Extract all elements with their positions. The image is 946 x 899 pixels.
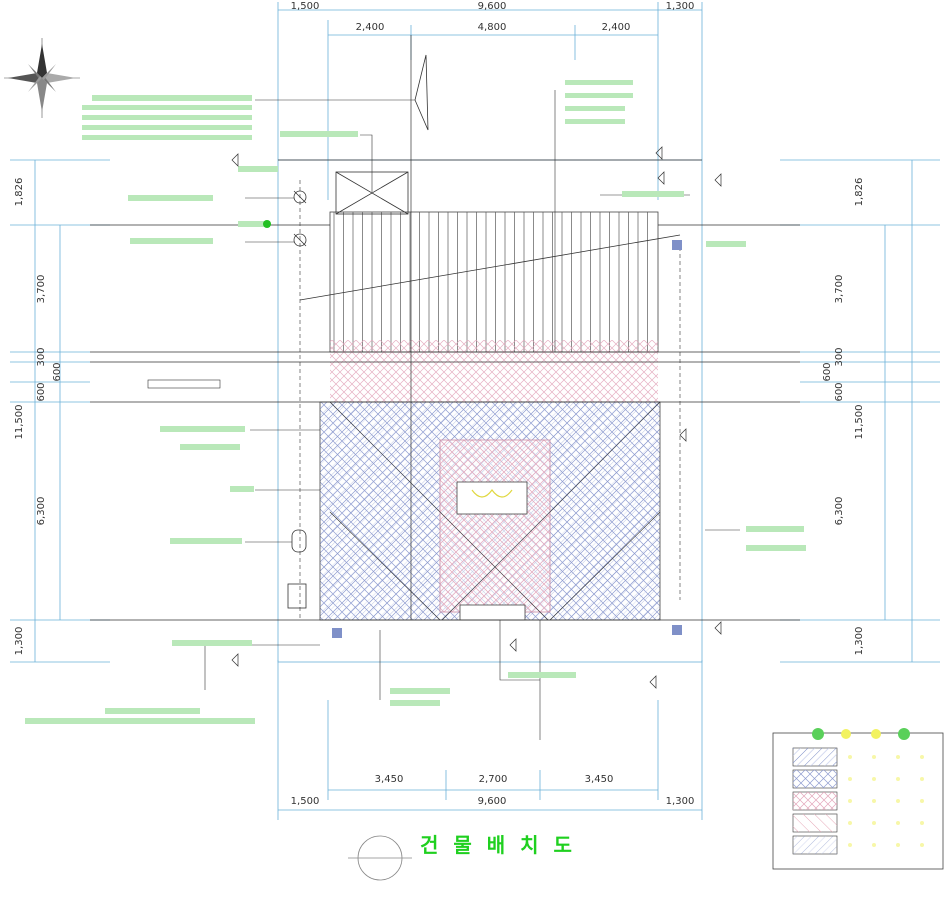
dim-bottom-total-1: 1,500 — [291, 796, 320, 807]
annotation-marks — [25, 80, 806, 724]
bottom-total-dimensions: 1,500 9,600 1,300 — [291, 796, 695, 807]
legend-dot — [920, 843, 924, 847]
dim-left-8: 1,300 — [14, 627, 25, 656]
legend-dot — [848, 777, 852, 781]
legend-dot — [872, 843, 876, 847]
right-dimensions: 1,826 3,700 300 600 600 11,500 6,300 1,3… — [822, 178, 865, 656]
legend-dot — [896, 799, 900, 803]
dim-right-1: 1,826 — [854, 178, 865, 207]
legend-dot — [920, 777, 924, 781]
dim-left-2: 3,700 — [36, 275, 47, 304]
building-footprint — [299, 211, 681, 621]
legend-dot — [896, 843, 900, 847]
legend-dot — [896, 777, 900, 781]
legend-dot — [920, 755, 924, 759]
top-total-dimensions: 1,500 9,600 1,300 — [291, 1, 695, 12]
north-arrow-icon — [414, 54, 429, 131]
legend-dot — [848, 755, 852, 759]
compass-rose-icon — [4, 38, 80, 118]
page-title: 건 물 배 치 도 — [420, 833, 576, 857]
legend-dot — [896, 755, 900, 759]
dim-left-5: 600 — [36, 382, 47, 401]
top-sub-dimensions: 2,400 4,800 2,400 — [356, 22, 631, 33]
dim-bottom-sub-2: 2,700 — [479, 774, 508, 785]
dim-bottom-total-2: 9,600 — [478, 796, 507, 807]
legend-box — [772, 728, 944, 870]
dim-top-total-1: 1,500 — [291, 1, 320, 12]
dim-right-8: 1,300 — [854, 627, 865, 656]
dim-left-3: 300 — [36, 347, 47, 366]
dim-right-7: 6,300 — [834, 497, 845, 526]
dimension-lines — [10, 2, 940, 820]
legend-dot — [896, 821, 900, 825]
dim-top-total-2: 9,600 — [478, 1, 507, 12]
dim-right-3: 300 — [834, 347, 845, 366]
left-symbols — [287, 190, 307, 609]
roof-stripes — [333, 212, 648, 352]
dim-top-total-3: 1,300 — [666, 1, 695, 12]
legend-dot — [848, 799, 852, 803]
utility-squares — [332, 240, 682, 638]
dim-left-4: 600 — [52, 362, 63, 381]
dim-top-sub-3: 2,400 — [602, 22, 631, 33]
dim-left-6: 11,500 — [14, 405, 25, 440]
dim-bottom-sub-3: 3,450 — [585, 774, 614, 785]
dim-right-5: 600 — [834, 382, 845, 401]
legend-dot — [872, 777, 876, 781]
bottom-sub-dimensions: 3,450 2,700 3,450 — [375, 774, 614, 785]
level-markers — [231, 146, 722, 689]
dim-right-4: 600 — [822, 362, 833, 381]
dim-left-7: 6,300 — [36, 497, 47, 526]
dim-bottom-sub-1: 3,450 — [375, 774, 404, 785]
legend-dot — [920, 799, 924, 803]
legend-dot — [920, 821, 924, 825]
legend-dot — [872, 755, 876, 759]
left-dimensions: 1,826 3,700 300 600 600 11,500 6,300 1,3… — [14, 178, 63, 656]
legend-dot — [848, 821, 852, 825]
dim-left-1: 1,826 — [14, 178, 25, 207]
dim-top-sub-2: 4,800 — [478, 22, 507, 33]
dim-right-2: 3,700 — [834, 275, 845, 304]
leader-lines — [200, 90, 740, 740]
legend-dot — [848, 843, 852, 847]
section-marker-icon — [348, 835, 412, 881]
dim-top-sub-1: 2,400 — [356, 22, 385, 33]
grid-lines — [90, 35, 800, 621]
legend-dot — [872, 821, 876, 825]
dim-right-6: 11,500 — [854, 405, 865, 440]
dim-bottom-total-3: 1,300 — [666, 796, 695, 807]
legend-dot — [872, 799, 876, 803]
